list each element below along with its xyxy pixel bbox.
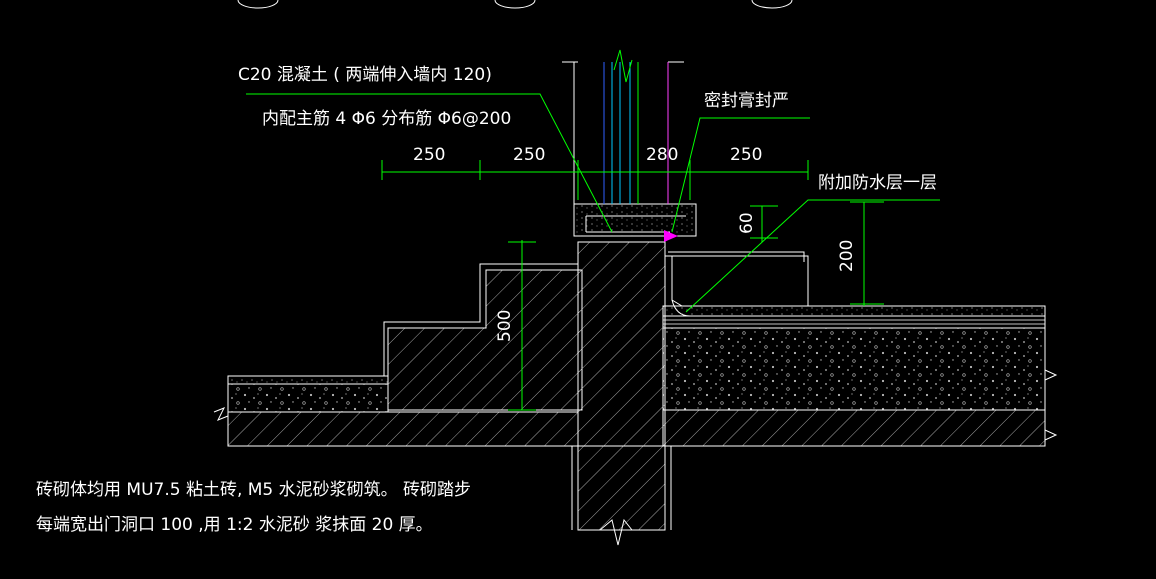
dim-top-2: 250 [513, 145, 545, 165]
break-lines [213, 369, 1058, 441]
dim-top-1: 250 [413, 145, 445, 165]
grid-bubble-middle [494, 0, 536, 9]
sealant-mark [664, 230, 678, 242]
leader-lines [246, 93, 940, 313]
concrete-label: C20 混凝土 ( 两端伸入墙内 120) [238, 65, 492, 85]
rebar-label: 内配主筋 4 Φ6 分布筋 Φ6@200 [262, 109, 511, 129]
waterproof-label: 附加防水层一层 [818, 173, 937, 193]
note-line-2: 每端宽出门洞口 100 ,用 1:2 水泥砂 浆抹面 20 厚。 [36, 515, 433, 535]
dim-200-lines [850, 201, 884, 306]
grid-bubble-right [751, 0, 793, 9]
central-wall [571, 241, 672, 546]
right-floor-layers [662, 305, 1046, 447]
brick-steps [383, 242, 583, 411]
sealant-label: 密封膏封严 [704, 90, 789, 111]
dim-200: 200 [837, 240, 857, 272]
grid-bubble-left [237, 0, 279, 9]
dim-500: 500 [495, 310, 515, 342]
right-curb [665, 251, 809, 317]
top-dimensions [381, 160, 809, 200]
dim-60: 60 [737, 212, 757, 234]
dim-top-4: 250 [730, 145, 762, 165]
lintel [573, 203, 697, 237]
note-line-1: 砖砌体均用 MU7.5 粘土砖, M5 水泥砂浆砌筑。 砖砌踏步 [36, 480, 471, 500]
dim-60-lines [750, 205, 778, 242]
grid-bubbles [237, 0, 793, 9]
dim-top-3: 280 [646, 145, 678, 165]
door-frame [562, 49, 684, 204]
dim-500-lines [508, 240, 536, 411]
